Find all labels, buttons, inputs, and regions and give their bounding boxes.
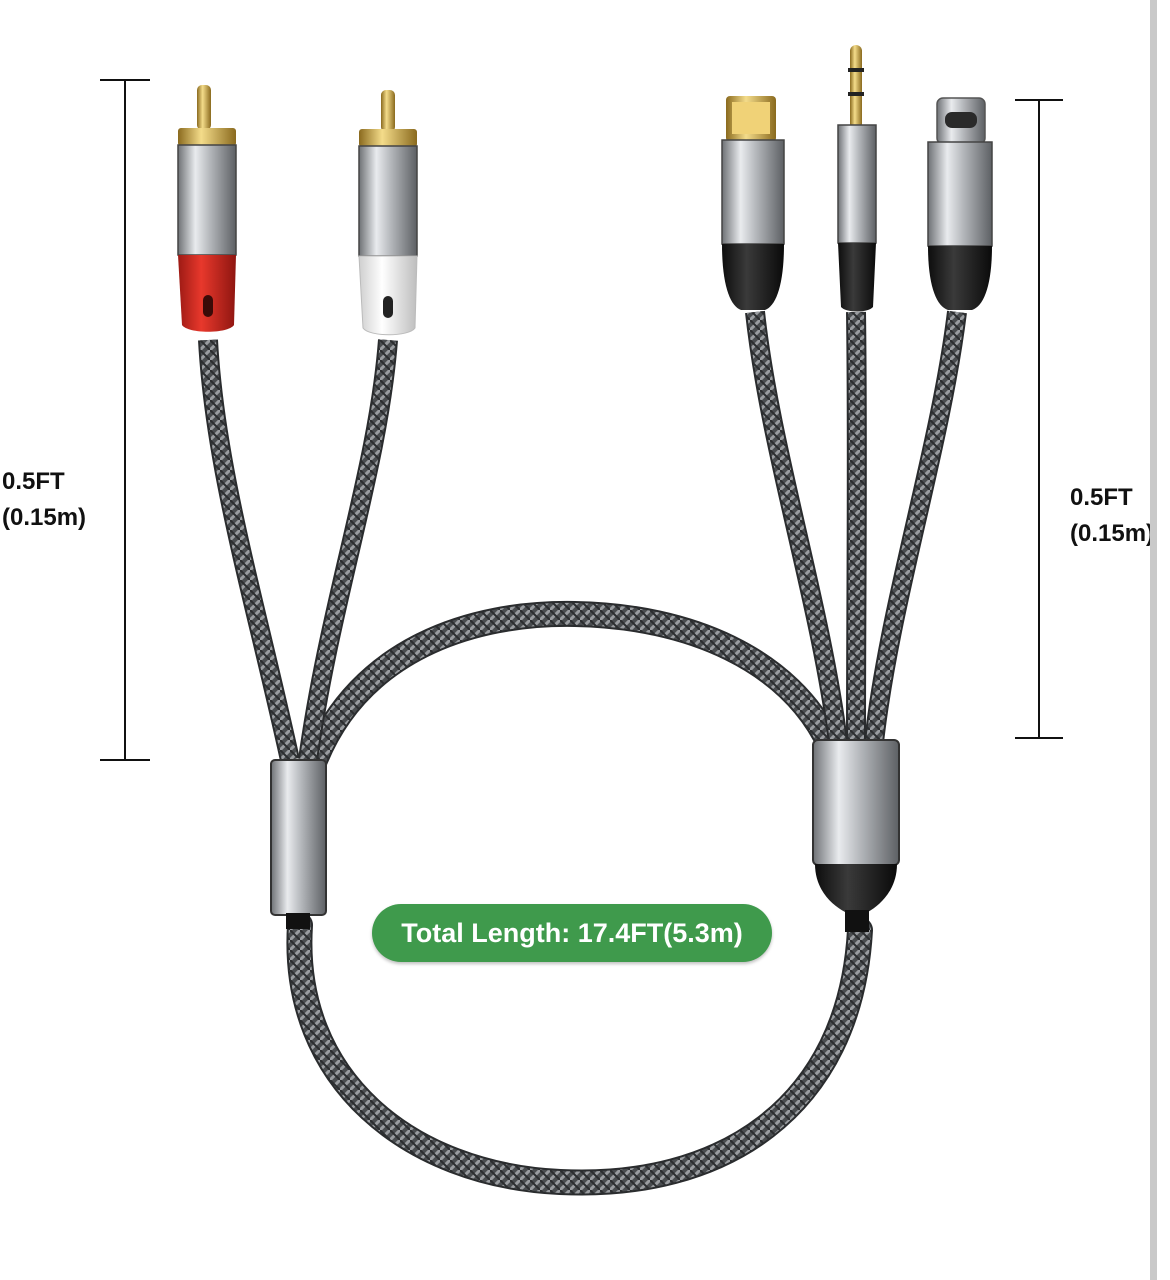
right-dimension-marker — [1015, 99, 1063, 739]
rca-red-connector — [177, 85, 237, 332]
left-dimension-marker — [100, 79, 150, 761]
left-splitter — [270, 759, 327, 929]
right-length-m: (0.15m) — [1070, 520, 1155, 547]
right-length-label: 0.5FT (0.15m) — [1070, 480, 1154, 552]
total-length-text: Total Length: 17.4FT(5.3m) — [401, 918, 743, 948]
left-length-ft: 0.5FT — [2, 468, 65, 495]
lightning-connector — [721, 96, 785, 310]
right-splitter — [812, 739, 900, 932]
total-length-badge: Total Length: 17.4FT(5.3m) — [372, 904, 772, 962]
usb-c-connector — [927, 97, 993, 310]
right-length-ft: 0.5FT — [1070, 484, 1133, 511]
left-length-m: (0.15m) — [2, 504, 87, 531]
vertical-scrollbar[interactable] — [1150, 0, 1157, 1280]
device-branch-cables — [745, 310, 967, 744]
rca-branch-cables — [198, 339, 398, 763]
aux-3.5mm-connector — [837, 45, 877, 312]
rca-white-connector — [358, 90, 418, 336]
left-length-label: 0.5FT (0.15m) — [2, 464, 86, 536]
main-cable-loop — [286, 600, 873, 1196]
